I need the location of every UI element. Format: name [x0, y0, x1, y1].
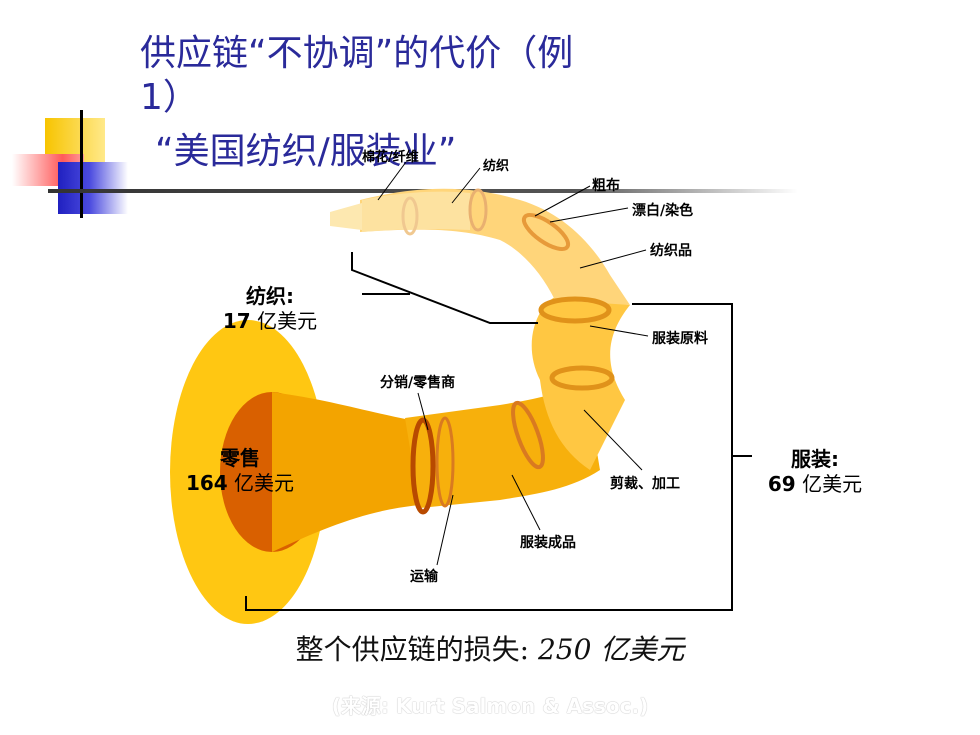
vertical-rule — [80, 110, 83, 218]
ring-6 — [521, 212, 571, 252]
label-cutting: 剪裁、加工 — [610, 476, 680, 492]
total-loss-value: 250 亿美元 — [537, 633, 685, 666]
segment-apparel-unit: 亿美元 — [795, 472, 863, 496]
ring-7 — [468, 188, 488, 232]
segment-apparel-name: 服装: — [791, 447, 839, 471]
bracket-lines — [245, 252, 752, 611]
ring-5 — [538, 296, 612, 324]
ring-4 — [549, 365, 615, 391]
source-note: (来源: Kurt Salmon & Assoc.) — [331, 694, 649, 718]
ring-8 — [401, 196, 419, 236]
label-cotton: 棉花/纤维 — [362, 150, 419, 165]
slide-subtitle: “美国纺织/服装业” — [155, 131, 457, 172]
label-cloth: 粗布 — [592, 178, 620, 194]
ring-3 — [511, 400, 545, 470]
total-loss: 整个供应链的损失: 250 亿美元 — [0, 628, 980, 668]
label-weaving: 纺织 — [483, 159, 510, 174]
ring-1 — [410, 417, 436, 515]
segment-textile-name: 纺织: — [246, 284, 294, 308]
slide-title: 供应链“不协调”的代价（例 1） — [140, 33, 574, 118]
bell-flare — [272, 392, 420, 552]
label-transport: 运输 — [410, 569, 438, 585]
label-apparel-material: 服装原料 — [652, 331, 708, 347]
segment-apparel: 服装: 69 亿美元 — [745, 447, 885, 497]
segment-textile-unit: 亿美元 — [250, 309, 318, 333]
segment-textile: 纺织: 17 亿美元 — [200, 284, 340, 334]
segment-apparel-amount: 69 — [767, 472, 796, 496]
segment-retail-name: 零售 — [220, 446, 260, 470]
label-finished: 服装成品 — [520, 535, 576, 551]
label-bleach: 漂白/染色 — [632, 203, 694, 219]
segment-retail-amount: 164 — [185, 471, 228, 495]
segment-textile-amount: 17 — [222, 309, 251, 333]
segment-retail: 零售 164 亿美元 — [160, 446, 320, 496]
segment-retail-unit: 亿美元 — [227, 471, 295, 495]
label-distribution: 分销/零售商 — [380, 375, 456, 391]
blue-square — [58, 162, 128, 214]
corner-decoration — [0, 110, 140, 220]
pipe-upper-tip — [330, 203, 362, 230]
label-textiles: 纺织品 — [650, 243, 692, 259]
leader-lines — [377, 161, 649, 566]
pipe-curve — [531, 295, 630, 470]
ring-2 — [435, 416, 455, 508]
total-loss-label: 整个供应链的损失: — [295, 633, 538, 666]
